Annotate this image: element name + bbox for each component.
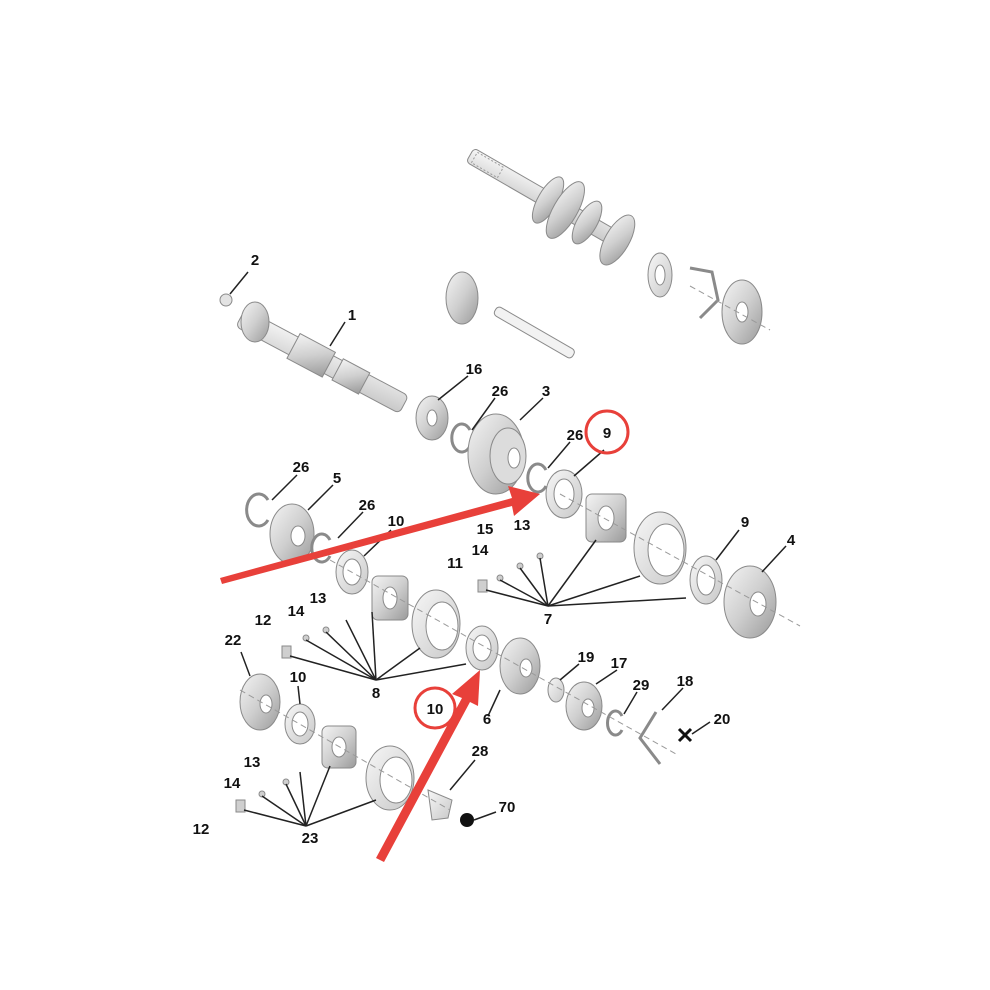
label-29: 29 xyxy=(633,677,650,694)
part-labels: 2 1 16 26 3 26 9 26 5 26 10 9 13 15 4 14… xyxy=(193,252,796,847)
label-14: 14 xyxy=(224,775,241,792)
synchro-ring-10-mid xyxy=(465,625,499,671)
label-26: 26 xyxy=(359,497,376,514)
hub-8 xyxy=(371,575,409,621)
label-12: 12 xyxy=(193,821,210,838)
sleeve-8 xyxy=(411,589,461,659)
label-26: 26 xyxy=(567,427,584,444)
label-14: 14 xyxy=(472,542,489,559)
label-70: 70 xyxy=(499,799,516,816)
label-26: 26 xyxy=(293,459,310,476)
label-10: 10 xyxy=(427,701,444,718)
bearing-17 xyxy=(565,681,603,731)
retainer-18 xyxy=(638,711,662,765)
highlight-circle-10 xyxy=(413,686,457,730)
leader-lines xyxy=(229,271,787,827)
synchro-ring-9-right xyxy=(689,555,723,605)
label-14: 14 xyxy=(288,603,305,620)
sleeve-7 xyxy=(633,511,687,585)
synchro-ring-9-top xyxy=(545,469,583,519)
circlip-26b xyxy=(526,462,548,494)
label-18: 18 xyxy=(677,673,694,690)
gear-5 xyxy=(269,503,315,565)
label-11: 11 xyxy=(447,555,463,572)
detent-parts xyxy=(235,552,544,813)
label-10: 10 xyxy=(388,513,405,530)
plate-28 xyxy=(427,789,453,821)
gear-4 xyxy=(723,565,777,639)
circlip-26d xyxy=(310,532,332,564)
label-2: 2 xyxy=(251,252,259,269)
label-17: 17 xyxy=(611,655,628,672)
label-6: 6 xyxy=(483,711,491,728)
ball-70 xyxy=(460,813,474,827)
label-9: 9 xyxy=(603,425,611,442)
label-12: 12 xyxy=(255,612,272,629)
label-22: 22 xyxy=(225,632,242,649)
label-20: 20 xyxy=(714,711,731,728)
label-13: 13 xyxy=(244,754,261,771)
label-13: 13 xyxy=(514,517,531,534)
label-10: 10 xyxy=(290,669,307,686)
circlip-26a xyxy=(450,422,472,454)
label-15: 15 xyxy=(477,521,494,538)
label-8: 8 xyxy=(372,685,380,702)
sleeve-23 xyxy=(365,745,415,811)
label-23: 23 xyxy=(302,830,319,847)
input-shaft xyxy=(219,293,408,413)
label-1: 1 xyxy=(348,307,356,324)
gear-16 xyxy=(415,395,449,441)
label-26: 26 xyxy=(492,383,509,400)
label-19: 19 xyxy=(578,649,595,666)
circlip-26c xyxy=(245,492,270,528)
label-7: 7 xyxy=(544,611,552,628)
label-28: 28 xyxy=(472,743,489,760)
synchro-ring-10-lower xyxy=(284,703,316,745)
gear-3 xyxy=(467,413,527,495)
label-3: 3 xyxy=(542,383,550,400)
label-16: 16 xyxy=(466,361,483,378)
output-shaft-assembly xyxy=(445,149,771,359)
highlight-circle-9 xyxy=(584,409,630,455)
label-5: 5 xyxy=(333,470,341,487)
cross-20 xyxy=(677,727,693,743)
label-13: 13 xyxy=(310,590,327,607)
hub-7-upper xyxy=(585,493,627,543)
gear-6 xyxy=(499,637,541,695)
label-4: 4 xyxy=(787,532,796,549)
circlip-29 xyxy=(606,709,624,737)
label-9: 9 xyxy=(741,514,749,531)
